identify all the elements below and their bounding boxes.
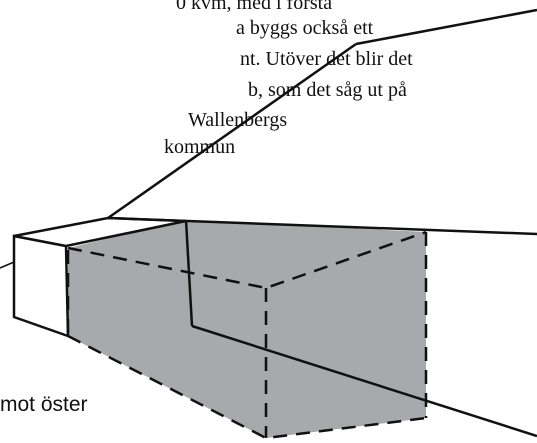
planned-volume-outline [66, 230, 428, 440]
roof-line-right [107, 216, 537, 236]
existing-building-front [12, 234, 70, 338]
text-line-4: b, som det såg ut på [248, 79, 407, 101]
direction-caption: mot öster [0, 393, 88, 416]
text-line-2: a byggs också ett [236, 17, 374, 39]
dashed-edge-bottom [67, 334, 427, 440]
leader-line-short [0, 261, 15, 269]
shaded-volume [68, 220, 426, 438]
text-line-1: 0 kvm, med i första [176, 0, 333, 14]
ground-line [191, 324, 537, 438]
leader-line-top [355, 8, 537, 46]
text-line-3: nt. Utöver det blir det [240, 48, 413, 70]
leader-line-upper [107, 42, 357, 220]
text-line-5: Wallenbergs [188, 109, 288, 131]
